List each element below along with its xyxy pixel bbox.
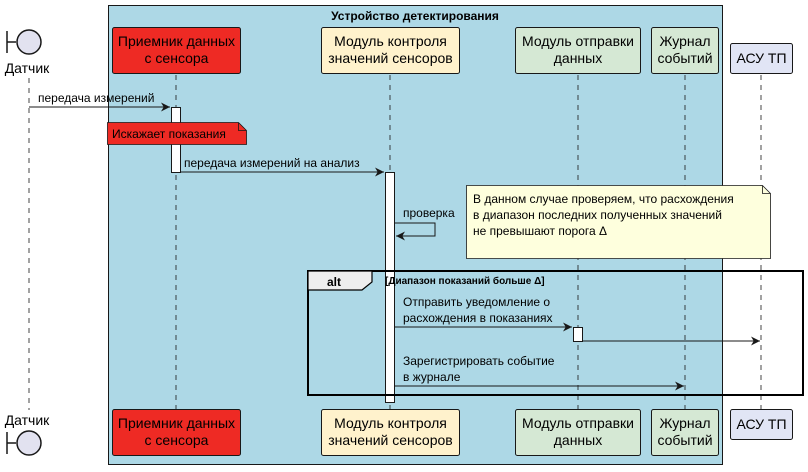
participant-sender-top xyxy=(515,27,641,74)
activation-sender xyxy=(573,327,583,342)
participant-receiver-top xyxy=(112,27,241,74)
message-arrow-3-self xyxy=(395,222,436,241)
sender-bottom-line1: Модуль отправки xyxy=(522,415,634,431)
note-check-line3: не превышают порога Δ xyxy=(473,224,607,238)
journal-bottom-line1: Журнал xyxy=(659,415,710,431)
message-label-5-line1: Зарегистрировать событие xyxy=(403,354,555,368)
participant-control-bottom xyxy=(321,409,460,456)
actor-sensor-bottom xyxy=(6,430,42,456)
participant-receiver-bottom xyxy=(112,409,241,456)
alt-tab xyxy=(307,270,373,291)
message-label-4-line1: Отправить уведомление о xyxy=(403,295,550,309)
boundary-title: Устройство детектирования xyxy=(331,9,499,23)
control-bottom-line1: Модуль контроля xyxy=(334,415,447,431)
activation-control xyxy=(385,172,395,403)
note-check-fold xyxy=(762,185,771,194)
alt-keyword: alt xyxy=(327,275,341,289)
control-top-line1: Модуль контроля xyxy=(334,33,447,49)
note-check-line2: в диапазон последних полученных значений xyxy=(473,208,722,222)
actor-sensor-top xyxy=(6,29,42,55)
message-label-3: проверка xyxy=(403,206,455,220)
sender-bottom-line2: данных xyxy=(554,432,602,448)
participant-asu-top xyxy=(730,43,793,74)
note-distort-fold xyxy=(238,122,247,131)
message-label-1: передача измерений xyxy=(38,91,154,105)
control-top-line2: значений сенсоров xyxy=(328,50,452,66)
journal-top-line2: событий xyxy=(657,50,712,66)
participant-sender-bottom xyxy=(515,409,641,456)
receiver-bottom-line1: Приемник данных xyxy=(118,415,235,431)
receiver-top-line2: с сенсора xyxy=(145,50,209,66)
note-check-line1: В данном случае проверяем, что расхожден… xyxy=(473,192,734,206)
participant-control-top xyxy=(321,27,460,74)
sender-top-line2: данных xyxy=(554,50,602,66)
note-distort xyxy=(107,122,247,145)
alt-fragment xyxy=(307,270,804,396)
note-distort-text: Искажает показания xyxy=(112,127,226,141)
control-bottom-line2: значений сенсоров xyxy=(328,432,452,448)
participant-asu-bottom xyxy=(730,409,793,440)
journal-top-line1: Журнал xyxy=(659,33,710,49)
participant-journal-bottom xyxy=(651,409,719,456)
message-label-5-line2: в журнале xyxy=(403,370,461,384)
journal-bottom-line2: событий xyxy=(657,432,712,448)
asu-top-label: АСУ ТП xyxy=(736,50,786,66)
actor-sensor-bottom-label: Датчик xyxy=(5,412,50,428)
message-label-2: передача измерений на анализ xyxy=(184,156,360,170)
participant-journal-top xyxy=(651,27,719,74)
sender-top-line1: Модуль отправки xyxy=(522,33,634,49)
actor-sensor-top-label: Датчик xyxy=(5,60,50,76)
receiver-top-line1: Приемник данных xyxy=(118,33,235,49)
receiver-bottom-line2: с сенсора xyxy=(145,432,209,448)
message-label-4-line2: расхождения в показаниях xyxy=(403,311,553,325)
alt-condition: [Диапазон показаний больше Δ] xyxy=(385,275,545,287)
note-check xyxy=(466,185,771,259)
asu-bottom-label: АСУ ТП xyxy=(736,416,786,432)
